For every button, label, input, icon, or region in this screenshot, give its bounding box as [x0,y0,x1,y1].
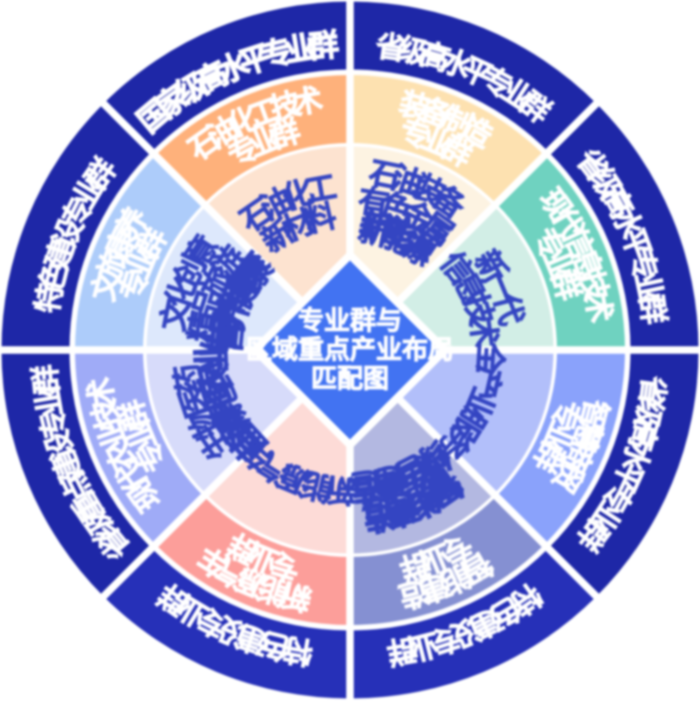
svg-text:匹配图: 匹配图 [311,364,389,394]
svg-text:造: 造 [350,464,385,503]
svg-text:区域重点产业布局: 区域重点产业布局 [246,335,454,365]
svg-text:特: 特 [31,280,69,315]
svg-text:精: 精 [183,308,222,344]
svg-text:特: 特 [280,631,315,669]
svg-text:新: 新 [357,206,394,246]
svg-text:造: 造 [361,497,398,537]
svg-text:全: 全 [471,341,508,376]
svg-text:省: 省 [374,30,408,67]
svg-text:产: 产 [466,362,507,400]
svg-text:专业群与: 专业群与 [298,306,402,336]
svg-text:石: 石 [365,155,403,196]
svg-text:药: 药 [169,361,209,398]
svg-text:群: 群 [384,631,419,669]
svg-text:能: 能 [299,466,337,507]
svg-text:文: 文 [155,297,195,334]
svg-text:省: 省 [633,374,670,408]
svg-text:工: 工 [302,169,339,209]
svg-text:农: 农 [198,360,239,398]
svg-text:业: 业 [629,269,667,305]
svg-text:新: 新 [355,212,392,252]
svg-text:业: 业 [282,29,318,69]
svg-text:群: 群 [115,396,155,434]
svg-text:营: 营 [212,321,250,355]
svg-text:农: 农 [192,361,233,399]
svg-text:术: 术 [290,83,325,121]
svg-text:群: 群 [29,363,65,396]
svg-text:新: 新 [278,576,314,615]
svg-text:新: 新 [325,471,358,508]
svg-text:造: 造 [361,491,398,531]
svg-text:级: 级 [629,395,667,431]
svg-text:业: 业 [197,340,233,373]
svg-text:级: 级 [395,33,431,71]
svg-text:术: 术 [83,375,121,410]
svg-text:业: 业 [191,339,227,372]
svg-text:群: 群 [305,27,340,65]
svg-text:术: 术 [464,314,503,349]
svg-text:术: 术 [579,290,617,325]
svg-text:营: 营 [206,319,244,353]
svg-text:造: 造 [350,470,385,509]
svg-text:装: 装 [396,87,433,127]
svg-text:业: 业 [31,384,69,419]
svg-text:有: 有 [355,183,391,222]
svg-text:群: 群 [633,292,670,326]
svg-text:料: 料 [302,198,340,239]
